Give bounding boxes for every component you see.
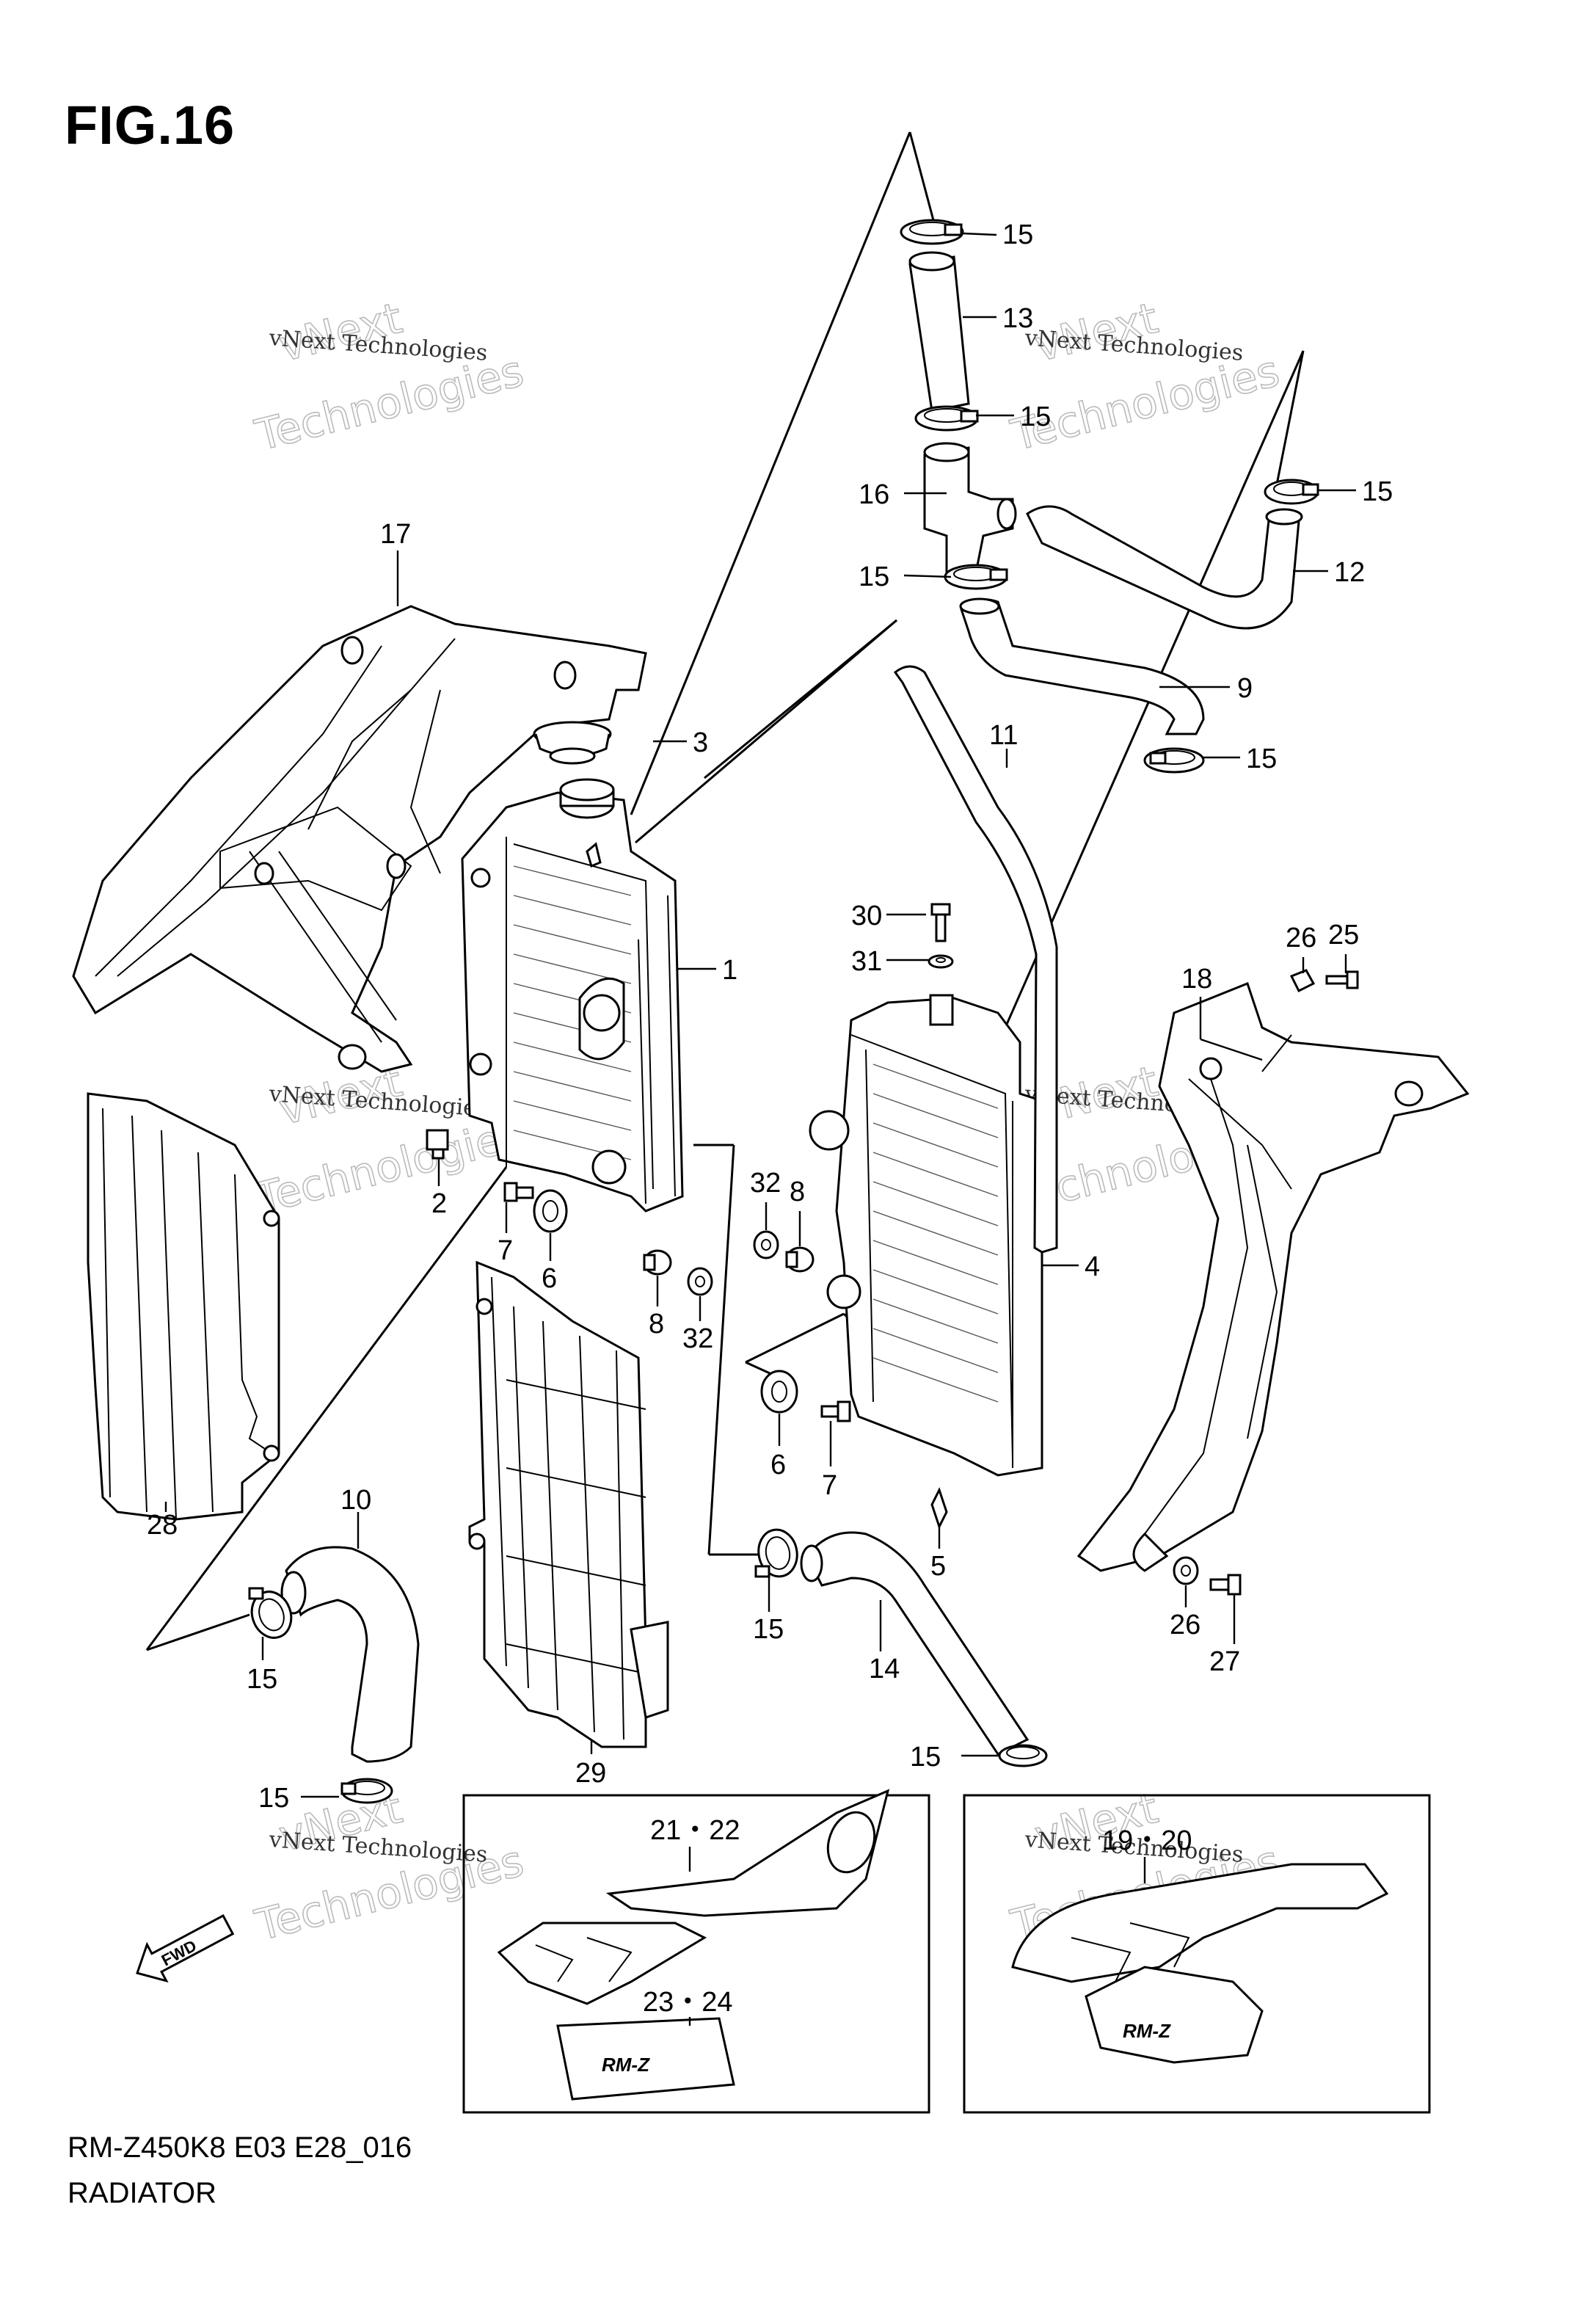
callout-15-b: 15 [1020, 401, 1051, 432]
callout-32-a: 32 [682, 1323, 713, 1354]
callout-30: 30 [851, 901, 882, 931]
hose-10 [280, 1546, 420, 1763]
callout-15-g: 15 [753, 1614, 784, 1645]
t-joint [923, 442, 1017, 574]
callout-12: 12 [1334, 557, 1365, 588]
callout-4: 4 [1085, 1251, 1100, 1282]
callout-26-b: 26 [1170, 1610, 1200, 1640]
radiator-cap [533, 721, 612, 765]
right-radiator-shroud [1076, 982, 1470, 1572]
callout-5: 5 [930, 1551, 946, 1582]
callout-6-a: 6 [542, 1263, 557, 1294]
callouts: 15 13 15 16 15 15 12 9 15 11 3 17 1 30 3… [147, 219, 1393, 2018]
guide-lines [145, 131, 1305, 1651]
figure-title: FIG.16 [65, 95, 236, 156]
callout-15-h: 15 [910, 1742, 941, 1773]
callout-29: 29 [575, 1758, 606, 1789]
left-radiator [461, 778, 684, 1213]
callout-7-b: 7 [822, 1470, 837, 1501]
hose-14 [800, 1531, 1030, 1756]
fwd-arrow-icon: FWD [136, 1914, 235, 1983]
right-core-hatch [872, 1064, 999, 1403]
callout-11: 11 [989, 720, 1018, 751]
long-hose [893, 665, 1058, 1254]
hose-clamp-2 [914, 405, 979, 432]
callout-19-20: 19・20 [1102, 1825, 1192, 1856]
hose-clamp-5 [1143, 747, 1205, 774]
callout-3: 3 [693, 727, 708, 758]
callout-9: 9 [1237, 673, 1253, 704]
callout-15-c: 15 [859, 561, 889, 592]
callout-27: 27 [1209, 1646, 1240, 1677]
hose-12 [1026, 505, 1303, 630]
hose-9 [959, 597, 1205, 735]
callout-32-b: 32 [750, 1168, 781, 1199]
decal-logo-left: RM-Z [602, 2054, 650, 2076]
callout-31: 31 [851, 946, 882, 977]
callout-14: 14 [869, 1654, 900, 1684]
hose-clamp-7 [340, 1778, 393, 1804]
callout-15-d: 15 [1362, 476, 1393, 507]
hardware [426, 903, 1359, 1596]
callout-17: 17 [380, 519, 411, 550]
callout-15-e: 15 [1246, 744, 1277, 774]
hose-clamp-8 [754, 1528, 798, 1578]
radiator-core-hatch [513, 865, 632, 1160]
callout-1: 1 [722, 955, 737, 986]
model-code: RM-Z450K8 E03 E28_016 [68, 2131, 412, 2164]
decal-logo-right: RM-Z [1123, 2020, 1171, 2042]
callout-16: 16 [859, 479, 889, 510]
callout-10: 10 [340, 1485, 371, 1516]
callout-21-22: 21・22 [650, 1815, 740, 1846]
callout-2: 2 [431, 1188, 447, 1219]
right-radiator [809, 994, 1043, 1530]
assembly-name: RADIATOR [68, 2177, 216, 2209]
left-radiator-louver [87, 1092, 280, 1521]
callout-6-b: 6 [770, 1450, 786, 1480]
callout-8-a: 8 [649, 1309, 664, 1339]
callout-8-b: 8 [790, 1177, 805, 1207]
hose-clamp-6 [248, 1587, 293, 1639]
callout-7-a: 7 [498, 1235, 513, 1266]
hose-clamp-9 [998, 1744, 1048, 1767]
left-radiator-shroud [72, 605, 647, 1073]
leader-lines [164, 232, 1356, 2026]
callout-25: 25 [1328, 920, 1359, 950]
center-radiator-louver [468, 1260, 669, 1748]
callout-13: 13 [1002, 303, 1033, 334]
callout-23-24: 23・24 [643, 1987, 733, 2018]
callout-28: 28 [147, 1510, 178, 1541]
decal-box-left: RM-Z [462, 1789, 930, 2114]
hose-clamp-top [900, 219, 964, 245]
callout-15-a: 15 [1002, 219, 1033, 250]
upper-hose [908, 251, 970, 412]
callout-15-i: 15 [258, 1783, 289, 1814]
callout-26-a: 26 [1286, 923, 1316, 953]
decal-box-right: RM-Z [963, 1794, 1431, 2114]
callout-15-f: 15 [247, 1664, 277, 1695]
hose-clamp-3 [944, 564, 1008, 590]
hose-clamp-4 [1264, 479, 1319, 505]
callout-18: 18 [1181, 964, 1212, 995]
